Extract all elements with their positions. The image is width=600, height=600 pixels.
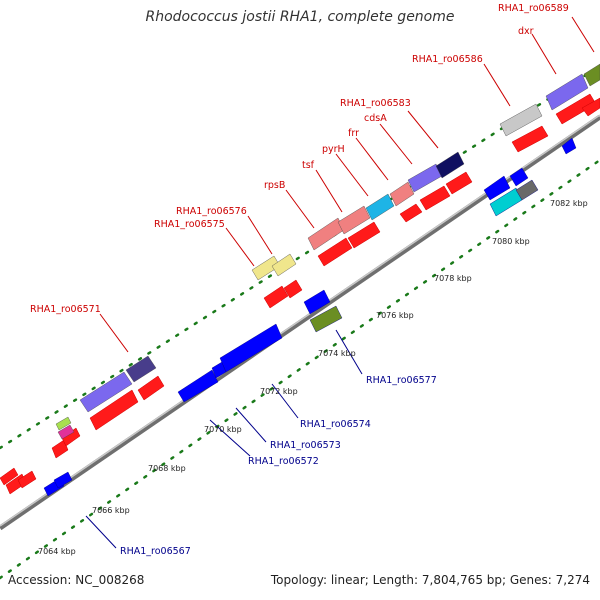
gene-arrow (399, 203, 423, 223)
gene-arrow (0, 467, 19, 486)
gene-arrow-blue (177, 369, 219, 403)
label-RHA1_ro06574: RHA1_ro06574 (300, 419, 371, 430)
label-frr: frr (348, 128, 359, 139)
label-RHA1_ro06576: RHA1_ro06576 (176, 206, 247, 217)
gene-box-gray (515, 179, 539, 201)
label-cdsA: cdsA (364, 113, 387, 124)
gene-arrow (137, 375, 165, 401)
upper-track-genes (55, 63, 600, 440)
gene-box-navy (435, 151, 465, 179)
gene-box-darkpurple (125, 355, 157, 383)
tick-label: 7080 kbp (492, 237, 530, 246)
gene-box-olive (309, 305, 343, 333)
gene-box-pink (57, 424, 75, 440)
gene-box-salmon (389, 181, 415, 207)
gene-box-khaki (271, 253, 297, 277)
gene-arrow (263, 285, 289, 309)
label-RHA1_ro06577: RHA1_ro06577 (366, 375, 437, 386)
forward-genes-red (0, 93, 600, 495)
reverse-strand-genes (43, 137, 577, 497)
label-dxr: dxr (518, 26, 534, 37)
gene-labels[interactable]: RHA1_ro06589 dxr RHA1_ro06586 RHA1_ro065… (30, 3, 569, 557)
gene-arrow (511, 125, 549, 153)
gene-box-purple (545, 73, 589, 111)
gene-features[interactable] (0, 63, 600, 497)
label-RHA1_ro06575: RHA1_ro06575 (154, 219, 225, 230)
label-RHA1_ro06573: RHA1_ro06573 (270, 440, 341, 451)
gene-box-cyan (365, 193, 395, 221)
accession-text: Accession: NC_008268 (8, 573, 145, 587)
label-RHA1_ro06586: RHA1_ro06586 (412, 54, 483, 65)
label-pyrH: pyrH (322, 144, 345, 155)
label-RHA1_ro06567: RHA1_ro06567 (120, 546, 191, 557)
map-title: Rhodococcus jostii RHA1, complete genome (145, 9, 455, 25)
gene-arrow (445, 171, 473, 195)
gene-box-salmon (337, 205, 371, 235)
label-RHA1_ro06571: RHA1_ro06571 (30, 304, 101, 315)
gene-arrow (89, 389, 139, 431)
tick-label: 7074 kbp (318, 349, 356, 358)
guide-line-outer-bottom (0, 158, 600, 580)
gene-box-silver (499, 103, 543, 137)
gene-box-purple (79, 371, 133, 413)
gene-arrow-blue (483, 175, 511, 201)
gene-arrow-blue (303, 289, 331, 315)
label-tsf: tsf (302, 160, 315, 171)
tick-label: 7066 kbp (92, 506, 130, 515)
gene-arrow (17, 470, 37, 489)
gene-arrow (581, 97, 600, 117)
topology-text: Topology: linear; Length: 7,804,765 bp; … (270, 573, 590, 587)
tick-label: 7078 kbp (434, 274, 472, 283)
gene-arrow-blue (219, 323, 283, 373)
gene-arrow-blue (53, 471, 73, 489)
gene-arrow-blue (509, 167, 529, 187)
gene-arrow (51, 439, 69, 459)
tick-label: 7070 kbp (204, 425, 242, 434)
gene-box-olive (583, 63, 600, 87)
tick-label: 7068 kbp (148, 464, 186, 473)
gene-arrow (283, 279, 303, 299)
label-RHA1_ro06583: RHA1_ro06583 (340, 98, 411, 109)
scale-ticks: 7064 kbp 7066 kbp 7068 kbp 7070 kbp 7072… (38, 199, 588, 556)
gene-arrow (317, 237, 353, 267)
tick-guides (0, 64, 600, 580)
label-RHA1_ro06589: RHA1_ro06589 (498, 3, 569, 14)
gene-arrow (347, 221, 381, 249)
gene-arrow (419, 185, 451, 211)
tick-label: 7082 kbp (550, 199, 588, 208)
label-RHA1_ro06572: RHA1_ro06572 (248, 456, 319, 467)
leader-lines (85, 16, 595, 549)
tick-label: 7072 kbp (260, 387, 298, 396)
label-rpsB: rpsB (264, 180, 285, 191)
gene-arrow-blue (561, 137, 577, 155)
gene-box-lime (55, 416, 72, 431)
tick-label: 7064 kbp (38, 547, 76, 556)
tick-label: 7076 kbp (376, 311, 414, 320)
